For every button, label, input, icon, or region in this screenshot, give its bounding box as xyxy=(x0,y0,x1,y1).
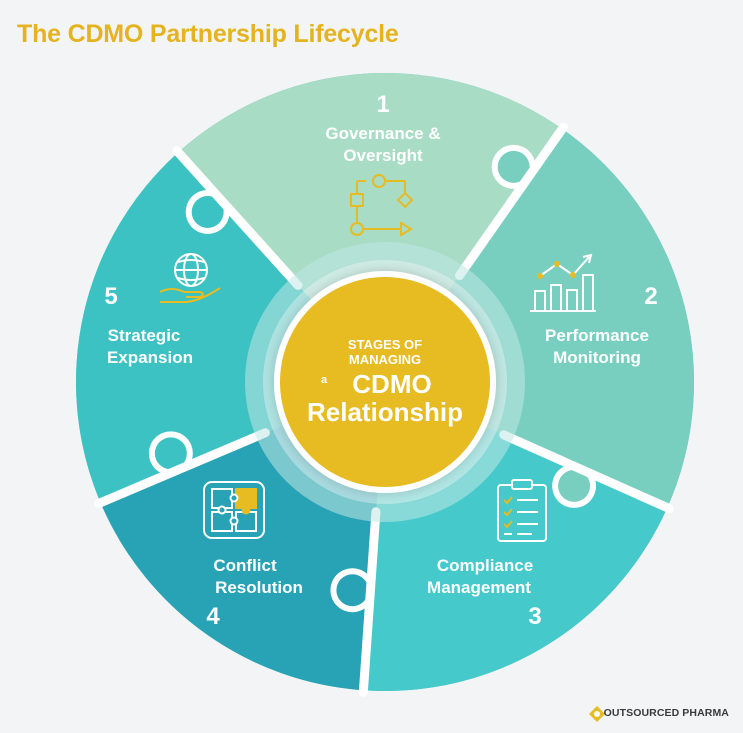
workflow-icon xyxy=(350,174,414,237)
stage-3-number: 3 xyxy=(528,603,541,630)
stage-1-number: 1 xyxy=(376,91,389,118)
divider-5 xyxy=(94,428,270,509)
segment-1 xyxy=(178,73,563,383)
stage-4-number: 4 xyxy=(206,603,220,630)
stage-2-title-line-2: Monitoring xyxy=(553,348,641,367)
center-small-a: a xyxy=(321,374,328,386)
puzzle-tab-4 xyxy=(336,574,369,607)
brand-logo-icon xyxy=(589,706,605,722)
stage-1-title-line-2: Oversight xyxy=(343,146,423,165)
divider-1 xyxy=(172,146,303,290)
stage-4-title-line-2: Resolution xyxy=(215,578,303,597)
puzzle-tab-2 xyxy=(497,150,530,183)
page-title: The CDMO Partnership Lifecycle xyxy=(17,20,399,48)
puzzle-tab-1 xyxy=(191,195,224,228)
stage-3-title-line-1: Compliance xyxy=(437,556,533,575)
stage-1-title-line-1: Governance & xyxy=(325,124,440,143)
checklist-icon xyxy=(497,479,547,542)
stage-3-title-line-2: Management xyxy=(427,578,531,597)
divider-2 xyxy=(455,122,568,281)
stage-5-title-line-1: Strategic xyxy=(108,326,181,345)
puzzle-tab-3 xyxy=(558,469,591,502)
stage-2-number: 2 xyxy=(644,283,657,310)
bar-chart-icon xyxy=(530,253,596,312)
stage-4-title-line-1: Conflict xyxy=(213,556,277,575)
segment-5 xyxy=(76,152,386,503)
center-line-2: MANAGING xyxy=(349,352,421,367)
stage-5-title-line-2: Expansion xyxy=(107,348,193,367)
stage-2-title-line-1: Performance xyxy=(545,326,649,345)
divider-4 xyxy=(358,507,381,697)
globe-hand-icon xyxy=(159,253,221,303)
center-line-3: CDMO xyxy=(352,369,431,399)
divider-3 xyxy=(499,430,674,513)
center-line-4: Relationship xyxy=(307,397,463,427)
center-circle xyxy=(274,271,496,493)
brand-name: OUTSOURCED PHARMA xyxy=(603,707,729,719)
puzzle-tab-5 xyxy=(154,437,187,470)
stage-5-number: 5 xyxy=(104,283,117,310)
puzzle-icon xyxy=(203,481,265,539)
segment-dividers xyxy=(94,122,674,697)
center-line-1: STAGES OF xyxy=(348,337,422,352)
